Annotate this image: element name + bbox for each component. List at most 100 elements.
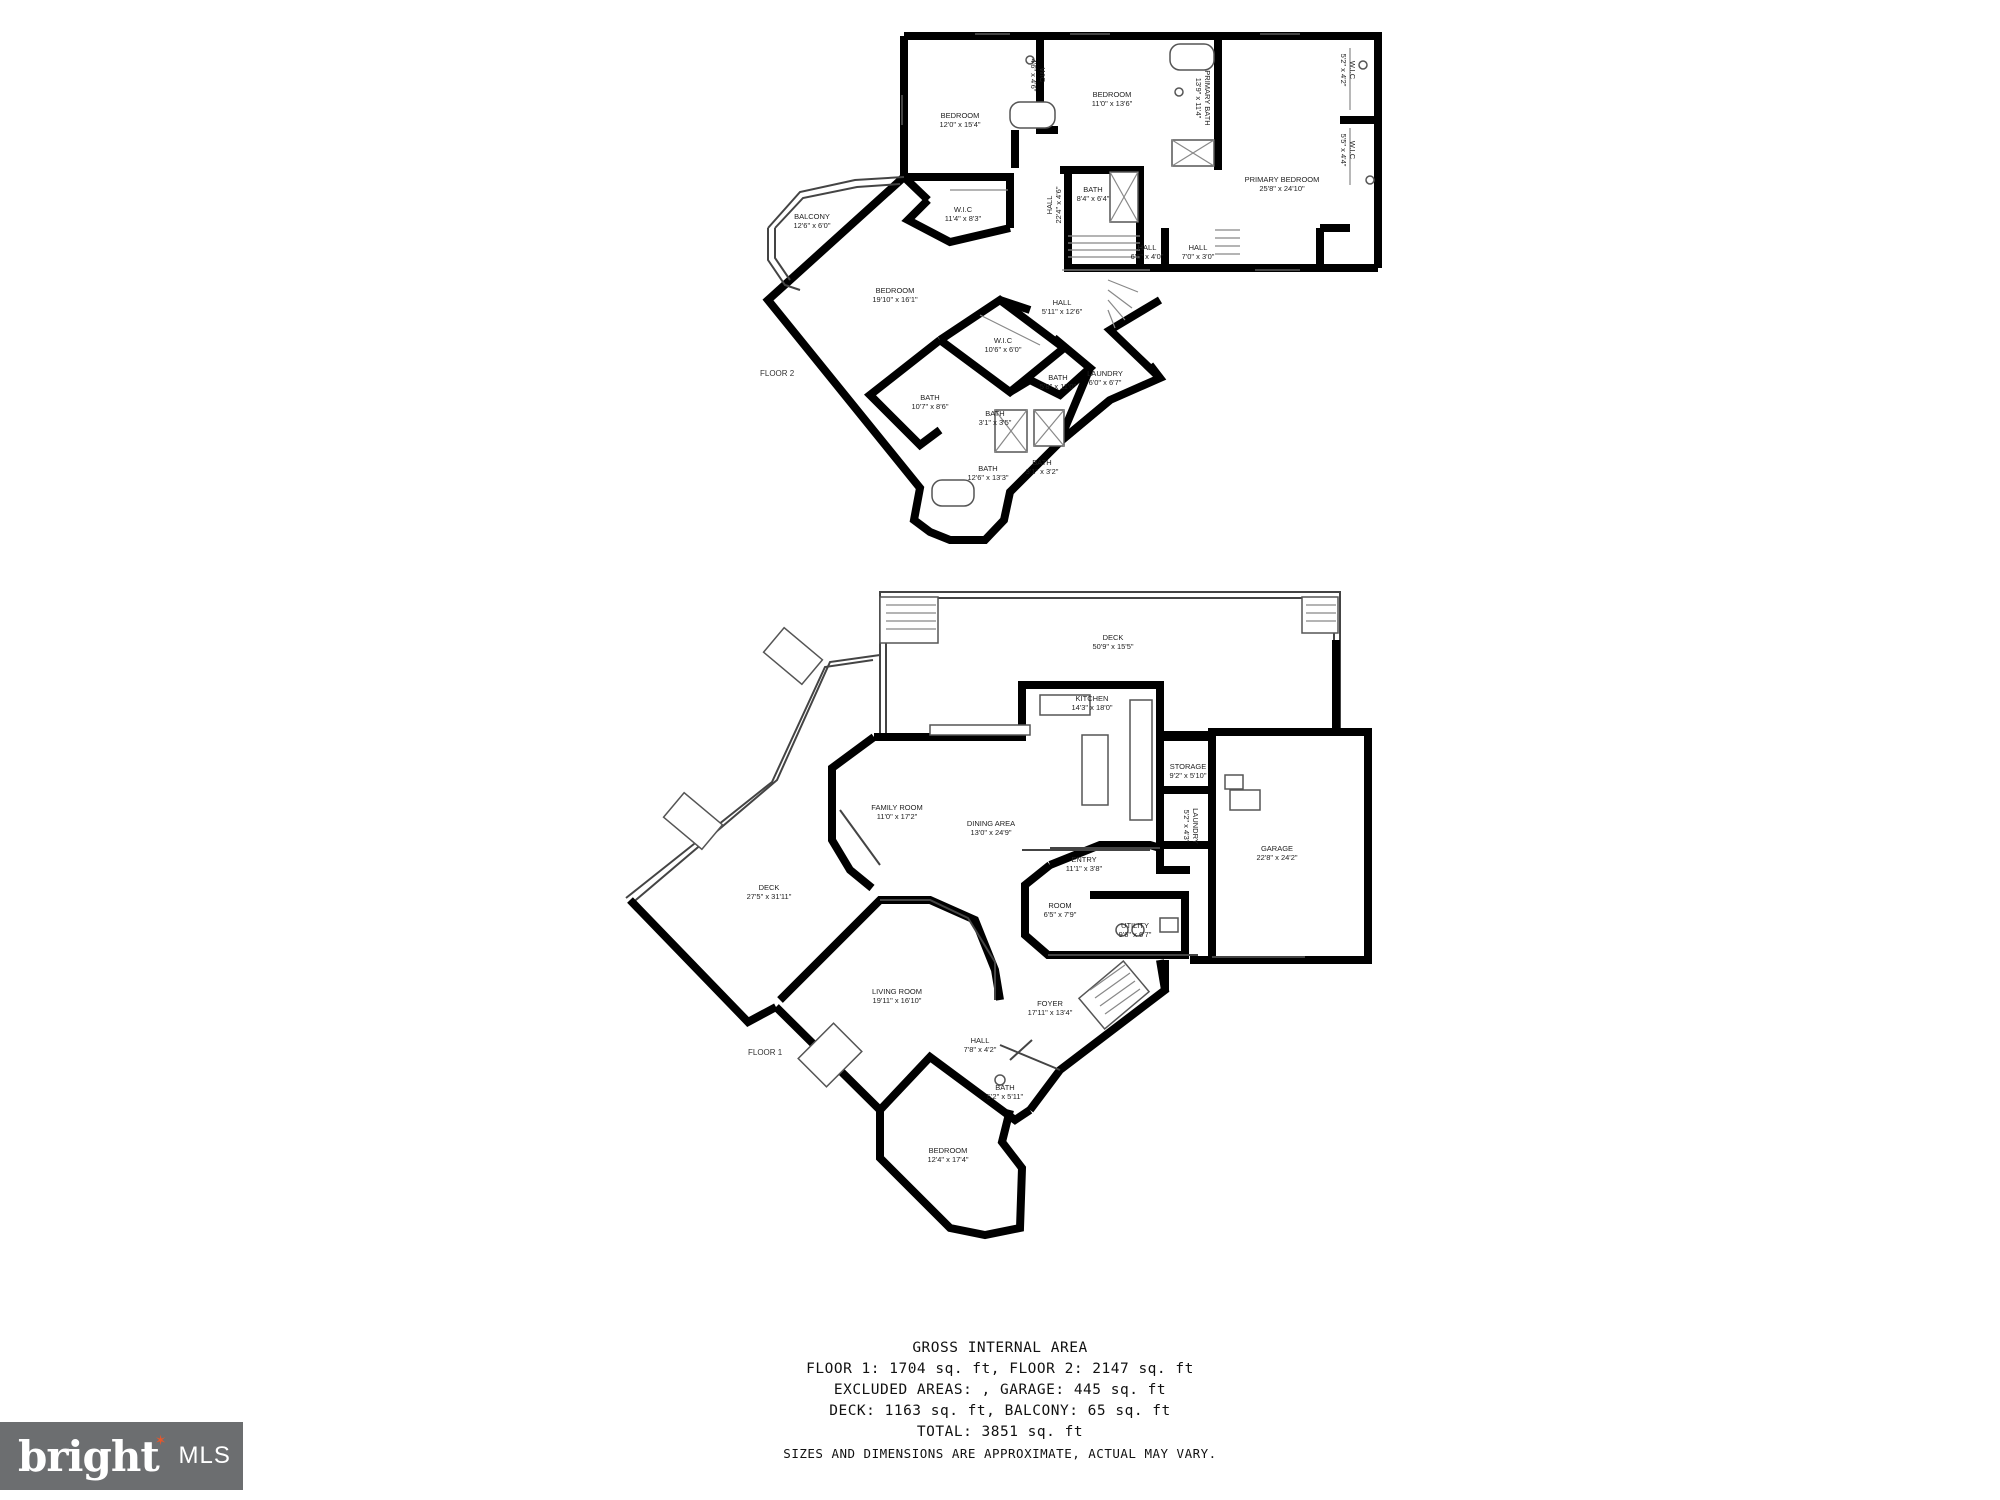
floor-2-room-dimensions: 4'6" x 4'6" xyxy=(1029,59,1038,92)
floor-2-room-dimensions: 7'0" x 3'0" xyxy=(1182,252,1215,261)
floor-2-room-dimensions: 3'1" x 3'5" xyxy=(979,418,1012,427)
floor-2-room-dimensions: 5'5" x 4'4" xyxy=(1339,134,1348,167)
floor-1-room-dimensions: 27'5" x 31'11" xyxy=(747,892,792,901)
excluded-areas-line: EXCLUDED AREAS: , GARAGE: 445 sq. ft xyxy=(833,1382,1167,1398)
floor-2-room-dimensions: 12'6" x 6'0" xyxy=(794,221,831,230)
floor-2-room-name: PRIMARY BATH xyxy=(1203,70,1212,125)
floor-2-room-dimensions: 8'4" x 6'4" xyxy=(1077,194,1110,203)
floor-2-room-name: W.I.C xyxy=(1348,141,1357,160)
bright-mls-logo: bright ✶ MLS xyxy=(0,1422,243,1490)
floor-1-room-name: ENTRY xyxy=(1071,855,1096,864)
floor-1-room-dimensions: 12'4" x 17'4" xyxy=(927,1155,968,1164)
floor-2-room-dimensions: 5'8" x 11'0" xyxy=(1040,382,1077,391)
floor-1-room-dimensions: 50'9" x 15'5" xyxy=(1092,642,1133,651)
area-summary: GROSS INTERNAL AREA FLOOR 1: 1704 sq. ft… xyxy=(700,1338,1300,1464)
floor-1-room-name: STORAGE xyxy=(1170,762,1207,771)
floor-1-room-name: UTILITY xyxy=(1121,921,1149,930)
floor-1-room-dimensions: 9'2" x 5'10" xyxy=(1170,771,1207,780)
floor-2-room-name: BATH xyxy=(1032,458,1051,467)
floor-1-room-dimensions: 6'5" x 7'9" xyxy=(1044,910,1077,919)
floor-1-room-dimensions: 17'11" x 13'4" xyxy=(1028,1008,1073,1017)
floor-1-room-name: FOYER xyxy=(1037,999,1063,1008)
floor-2-room-name: HALL xyxy=(1053,298,1072,307)
floor-2-room-label: WIC4'6" x 4'6" xyxy=(1029,59,1047,92)
floor-2-room-dimensions: 12'0" x 15'4" xyxy=(939,120,980,129)
disclaimer: SIZES AND DIMENSIONS ARE APPROXIMATE, AC… xyxy=(783,1446,1217,1461)
floor-2-plan: FLOOR 2 xyxy=(760,32,1382,544)
floor-2-room-name: BEDROOM xyxy=(876,286,915,295)
floor-1-room-dimensions: 5'2" x 5'11" xyxy=(987,1092,1024,1101)
floor-2-room-label: W.I.C5'5" x 4'4" xyxy=(1339,134,1357,167)
floor-2-room-name: BALCONY xyxy=(794,212,830,221)
floor-1-room-name: DECK xyxy=(759,883,780,892)
floor-1-room-dimensions: 9'6" x 6'7" xyxy=(1119,930,1152,939)
floor-2-room-name: BATH xyxy=(985,409,1004,418)
floor-2-room-name: BEDROOM xyxy=(1093,90,1132,99)
floor-2-room-dimensions: 11'0" x 13'6" xyxy=(1092,99,1133,108)
floor-1-room-name: DECK xyxy=(1103,633,1124,642)
floor-2-room-name: W.I.C xyxy=(994,336,1013,345)
floor-2-room-name: W.I.C xyxy=(954,205,973,214)
floor-1-room-name: FAMILY ROOM xyxy=(871,803,922,812)
floor-2-room-dimensions: 22'4" x 4'6" xyxy=(1054,186,1063,223)
floor-2-room-label: W.I.C5'2" x 4'2" xyxy=(1339,54,1357,87)
floor-1-room-dimensions: 14'3" x 18'0" xyxy=(1071,703,1112,712)
floor-2-room-dimensions: 6'6" x 4'0" xyxy=(1131,252,1164,261)
floor-2-room-name: HALL xyxy=(1045,196,1054,215)
deck-balcony-line: DECK: 1163 sq. ft, BALCONY: 65 sq. ft xyxy=(829,1403,1171,1419)
floor-1-label: FLOOR 1 xyxy=(748,1048,783,1057)
floor-1-room-name: BEDROOM xyxy=(929,1146,968,1155)
floor-2-room-name: BATH xyxy=(978,464,997,473)
floor-2-room-dimensions: 13'9" x 11'4" xyxy=(1194,78,1203,119)
floor-2-room-name: WIC xyxy=(1038,68,1047,83)
floor-1-room-name: LAUNDRY xyxy=(1191,808,1200,844)
floor-2-room-name: W.I.C xyxy=(1348,61,1357,80)
floor-2-room-dimensions: 10'6" x 6'0" xyxy=(985,345,1022,354)
floor-2-room-name: BATH xyxy=(1048,373,1067,382)
floor-1-room-name: KITCHEN xyxy=(1076,694,1109,703)
floor-1-room-name: HALL xyxy=(971,1036,990,1045)
floor-2-room-name: PRIMARY BEDROOM xyxy=(1245,175,1320,184)
floor-2-room-name: BATH xyxy=(1083,185,1102,194)
floor-2-room-dimensions: 5'2" x 4'2" xyxy=(1339,54,1348,87)
floor-2-room-dimensions: 6'0" x 6'7" xyxy=(1089,378,1122,387)
floor-2-room-dimensions: 3'1" x 3'2" xyxy=(1026,467,1059,476)
floor-areas-line: FLOOR 1: 1704 sq. ft, FLOOR 2: 2147 sq. … xyxy=(806,1361,1194,1377)
floor-1-room-name: BATH xyxy=(995,1083,1014,1092)
logo-brand: bright xyxy=(18,1431,160,1481)
floor-2-room-name: BEDROOM xyxy=(941,111,980,120)
floor-2-room-dimensions: 5'11" x 12'6" xyxy=(1042,307,1083,316)
floor-2-room-dimensions: 25'8" x 24'10" xyxy=(1259,184,1305,193)
floor-1-room-dimensions: 19'11" x 16'10" xyxy=(873,996,922,1005)
logo-suffix: MLS xyxy=(178,1442,231,1469)
floor-2-room-name: HALL xyxy=(1189,243,1208,252)
floor-1-room-name: LIVING ROOM xyxy=(872,987,922,996)
total-area-line: TOTAL: 3851 sq. ft xyxy=(916,1424,1084,1440)
floor-2-room-dimensions: 12'6" x 13'3" xyxy=(967,473,1008,482)
logo-spark-icon: ✶ xyxy=(154,1431,167,1448)
